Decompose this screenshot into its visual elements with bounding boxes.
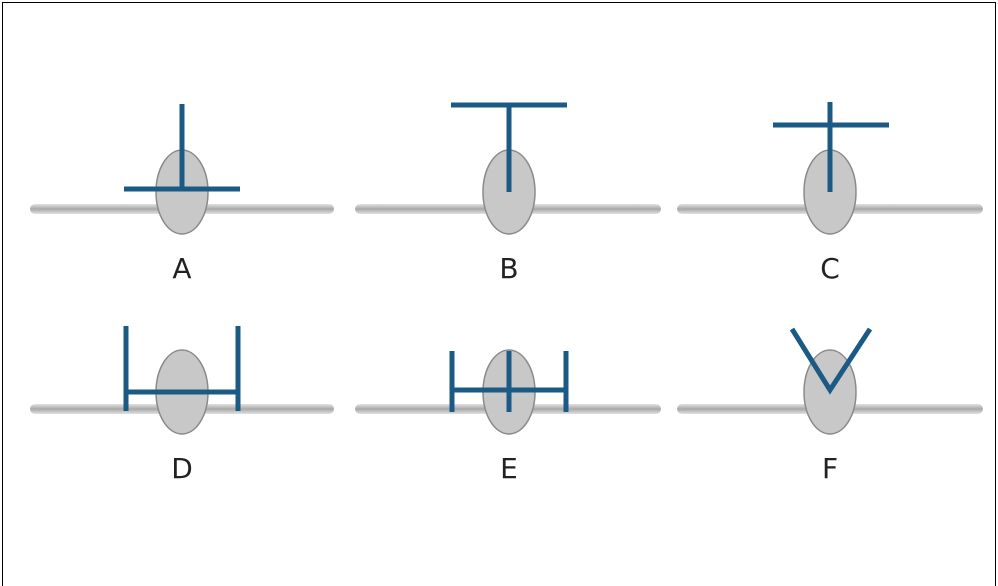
figure-e: E [355,349,661,485]
label-e: E [500,452,518,485]
label-d: D [171,452,193,485]
label-b: B [499,252,518,285]
figure-c: C [677,102,983,285]
label-c: C [820,252,840,285]
figure-b: B [355,102,661,285]
label-f: F [822,452,838,485]
figure-d: D [30,326,334,485]
figure-f: F [677,327,983,485]
v-stabilizer-f [789,327,873,395]
figure-a: A [30,104,334,285]
label-a: A [172,252,191,285]
